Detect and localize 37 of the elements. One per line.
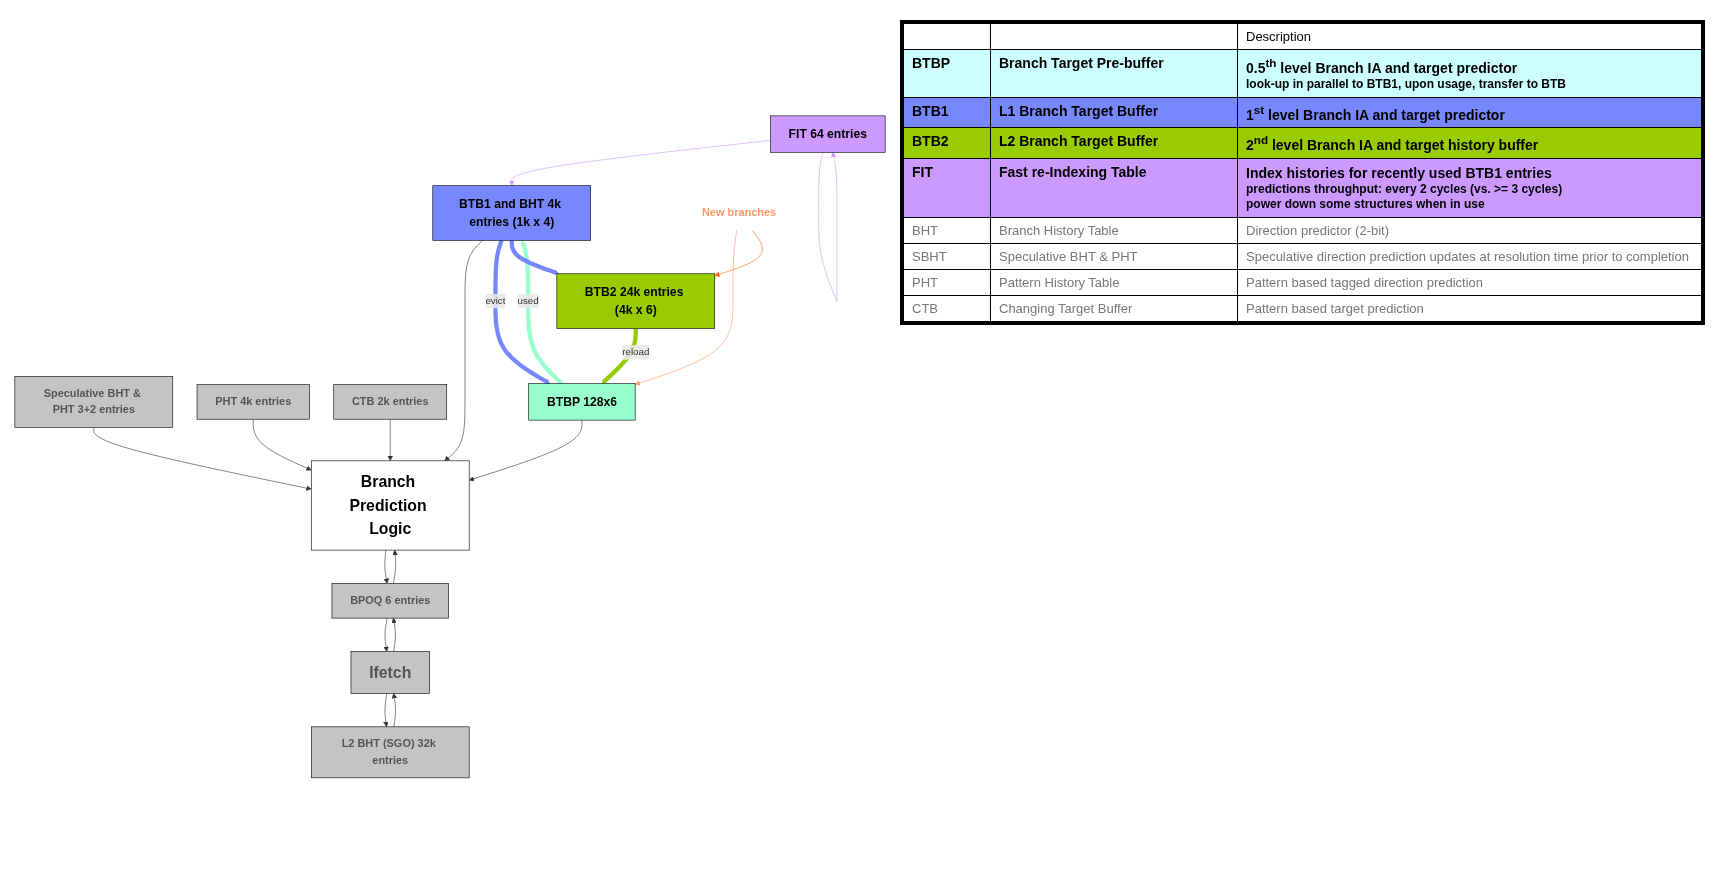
table-cell: BTB1 bbox=[902, 97, 991, 128]
node-text: New branches bbox=[701, 206, 777, 219]
table-cell: L2 Branch Target Buffer bbox=[990, 127, 1238, 159]
node-box: FIT 64 entries bbox=[770, 115, 886, 153]
node-box: Speculative BHT & PHT 3+2 entries bbox=[14, 376, 174, 428]
arrow bbox=[493, 239, 551, 385]
edge-label: evict bbox=[485, 295, 506, 307]
table-cell: SBHT bbox=[902, 243, 991, 270]
edge-label: reload bbox=[622, 347, 650, 358]
table-cell: BTB2 bbox=[902, 127, 991, 159]
node-box: BTB2 24k entries (4k x 6) bbox=[556, 273, 716, 329]
table-cell: PHT bbox=[902, 269, 991, 296]
node-box: CTB 2k entries bbox=[333, 384, 448, 420]
table-cell: Branch Target Pre-buffer bbox=[990, 49, 1238, 98]
node-box: BTB1 and BHT 4k entries (1k x 4) bbox=[432, 185, 591, 241]
table-cell: FIT bbox=[902, 158, 991, 218]
node-box: L2 BHT (SGO) 32k entries bbox=[311, 726, 470, 779]
cell-text: Index histories for recently used BTB1 entries bbox=[1246, 164, 1553, 181]
cell-text: power down some structures when in use bbox=[1246, 196, 1486, 211]
cell-text: 0.5$^{th}$ level Branch IA and target predictor bbox=[1246, 56, 1519, 76]
edge-label: used bbox=[517, 295, 539, 307]
cell-text: look-up in parallel to BTB1, upon usage, transfer to BTB bbox=[1246, 76, 1568, 91]
table-cell: BTBP bbox=[902, 49, 991, 98]
table-cell: L1 Branch Target Buffer bbox=[990, 97, 1238, 128]
table-cell: Speculative BHT & PHT bbox=[990, 243, 1238, 270]
table-cell: Branch History Table bbox=[990, 217, 1238, 244]
node-box: Ifetch bbox=[350, 651, 430, 694]
arrow bbox=[601, 328, 638, 385]
node-box: PHT 4k entries bbox=[196, 384, 310, 420]
table-cell: Fast re-Indexing Table bbox=[990, 158, 1238, 218]
cell-text: predictions throughput: every 2 cycles (vs. >= 3 cycles) bbox=[1246, 181, 1564, 196]
table-cell: BHT bbox=[902, 217, 991, 244]
node-box: Branch Prediction Logic bbox=[311, 460, 470, 551]
node-box: BPOQ 6 entries bbox=[331, 583, 449, 619]
arrow bbox=[509, 240, 560, 276]
node-box: BTBP 128x6 bbox=[528, 383, 636, 421]
table-cell: Pattern History Table bbox=[990, 269, 1238, 296]
